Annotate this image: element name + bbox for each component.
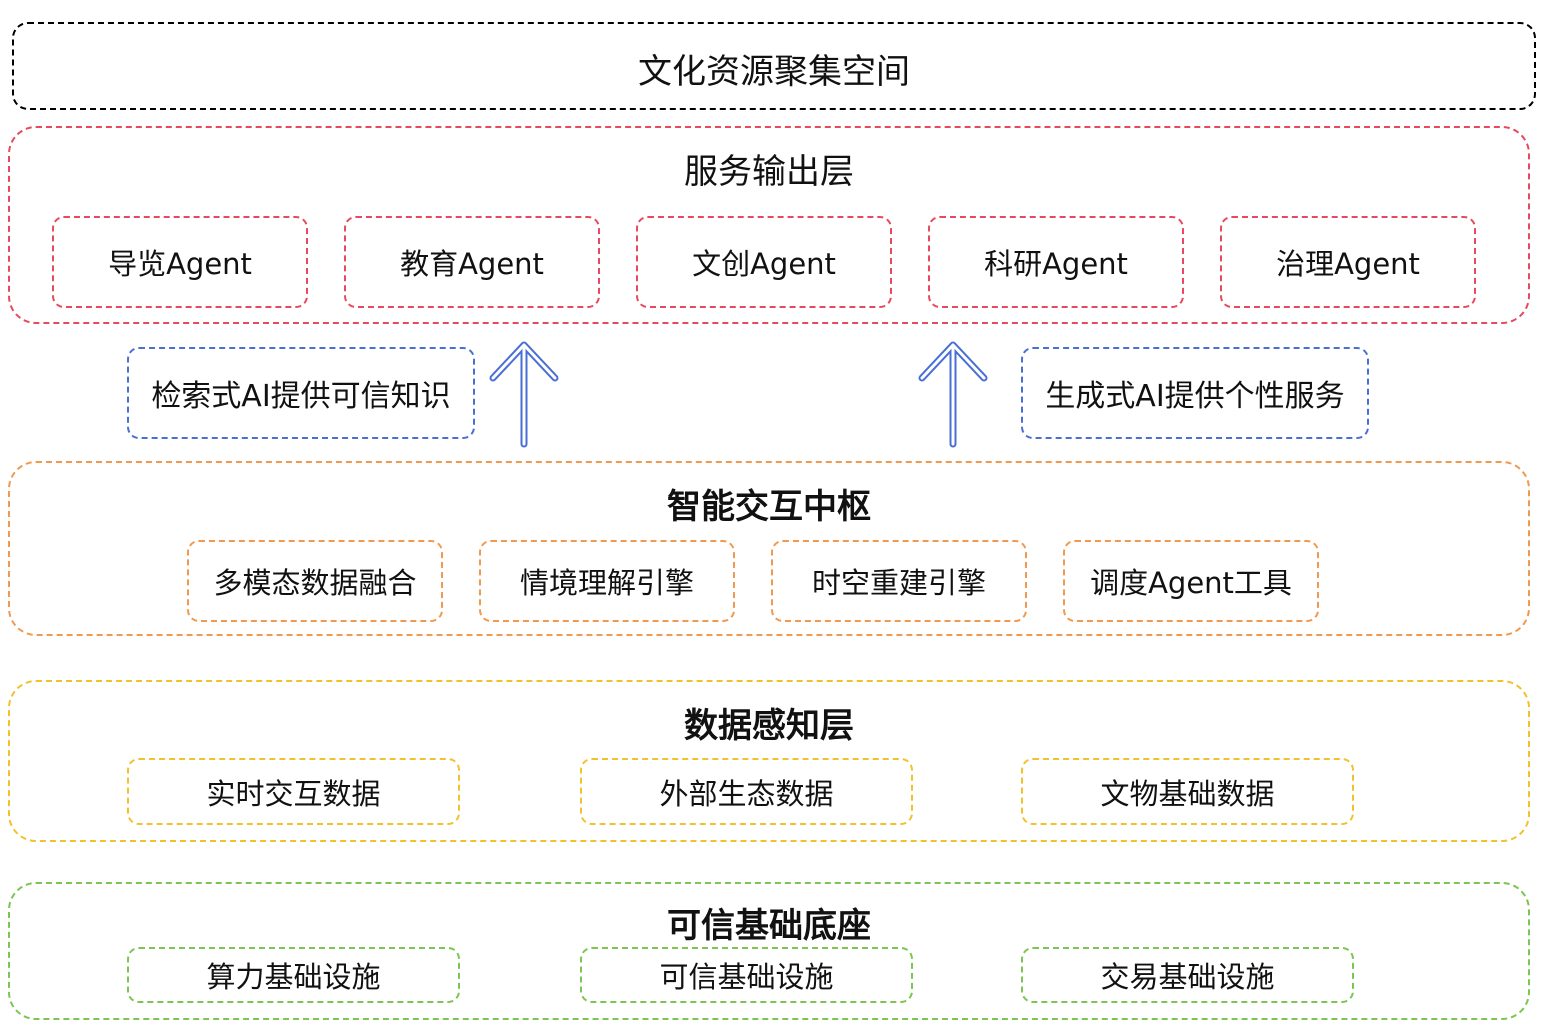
retrieval-ai-note: 检索式AI提供可信知识 [127, 347, 475, 439]
foundation-item-compute: 算力基础设施 [127, 947, 460, 1003]
up-arrow-icon [918, 341, 988, 448]
hub-item-spatiotemporal-engine: 时空重建引擎 [771, 540, 1027, 622]
interaction-hub-layer: 智能交互中枢 [8, 461, 1530, 636]
agent-creative: 文创Agent [636, 216, 892, 308]
up-arrow-icon [489, 341, 559, 448]
hub-item-context-engine: 情境理解引擎 [479, 540, 735, 622]
foundation-title: 可信基础底座 [667, 906, 871, 946]
perception-item-external: 外部生态数据 [580, 758, 913, 825]
perception-item-artifact: 文物基础数据 [1021, 758, 1354, 825]
agent-education: 教育Agent [344, 216, 600, 308]
hub-item-multimodal-fusion: 多模态数据融合 [187, 540, 443, 622]
agent-guide: 导览Agent [52, 216, 308, 308]
top-layer-title: 文化资源聚集空间 [638, 52, 910, 92]
agent-research: 科研Agent [928, 216, 1184, 308]
service-output-layer: 服务输出层 [8, 126, 1530, 324]
perception-item-realtime: 实时交互数据 [127, 758, 460, 825]
service-layer-title: 服务输出层 [684, 152, 854, 192]
agent-governance: 治理Agent [1220, 216, 1476, 308]
generative-ai-note: 生成式AI提供个性服务 [1021, 347, 1369, 439]
foundation-item-trust: 可信基础设施 [580, 947, 913, 1003]
foundation-item-transaction: 交易基础设施 [1021, 947, 1354, 1003]
hub-item-scheduling-tool: 调度Agent工具 [1063, 540, 1319, 622]
perception-layer-title: 数据感知层 [684, 706, 854, 746]
trusted-foundation-layer: 可信基础底座 [8, 882, 1530, 1020]
top-layer: 文化资源聚集空间 [12, 22, 1536, 110]
hub-title: 智能交互中枢 [667, 487, 871, 527]
data-perception-layer: 数据感知层 [8, 680, 1530, 842]
